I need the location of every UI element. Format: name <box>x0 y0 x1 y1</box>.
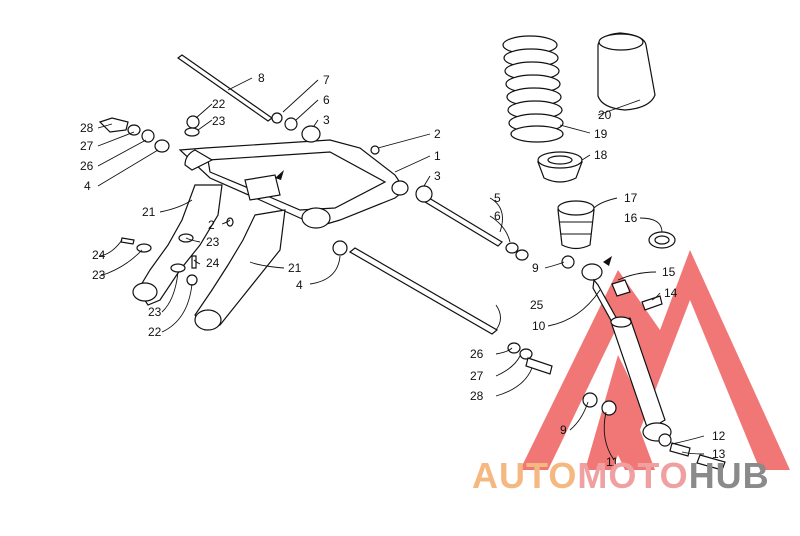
callout-9b: 9 <box>560 423 567 437</box>
svg-text:AUTOMOTOHUB: AUTOMOTOHUB <box>472 455 770 496</box>
callout-28b: 28 <box>470 389 484 403</box>
bushings-left <box>98 112 553 375</box>
callout-23d: 23 <box>148 305 162 319</box>
callout-11: 11 <box>606 455 619 469</box>
callout-22b: 22 <box>148 325 162 339</box>
callout-3b: 3 <box>434 169 441 183</box>
callout-7: 7 <box>323 73 330 87</box>
callout-18: 18 <box>594 148 608 162</box>
callout-27b: 27 <box>470 369 484 383</box>
callout-20: 20 <box>598 108 612 122</box>
callout-25: 25 <box>530 298 544 312</box>
callout-23b: 23 <box>206 235 220 249</box>
callout-1: 1 <box>434 149 441 163</box>
watermark-logo-triangle <box>520 250 790 470</box>
view-arrows <box>275 170 612 266</box>
callout-12: 12 <box>712 429 726 443</box>
shafts <box>176 54 503 335</box>
leader-lines <box>97 77 705 461</box>
trailing-arms <box>132 184 286 331</box>
callout-13: 13 <box>712 447 726 461</box>
watermark-logo-text: AUTOMOTOHUB <box>472 455 770 496</box>
callout-21b: 21 <box>288 261 302 275</box>
spring-seat <box>537 151 583 183</box>
callout-19: 19 <box>594 127 608 141</box>
callout-23c: 23 <box>92 268 106 282</box>
callout-10: 10 <box>532 319 546 333</box>
callout-22: 22 <box>212 97 226 111</box>
callout-24b: 24 <box>206 256 220 270</box>
watermark-auto: AUTO <box>472 455 577 496</box>
callout-6: 6 <box>323 93 330 107</box>
dust-boot <box>597 32 656 111</box>
callout-2: 2 <box>434 127 441 141</box>
callout-4: 4 <box>84 179 91 193</box>
callout-6b: 6 <box>494 209 501 223</box>
callout-labels: 8 7 6 3 22 23 28 27 26 4 2 1 3 5 6 21 2 … <box>80 71 726 469</box>
callout-3: 3 <box>323 113 330 127</box>
coil-spring <box>502 35 564 143</box>
callout-2b: 2 <box>208 218 215 232</box>
callout-14: 14 <box>664 286 678 300</box>
callout-16: 16 <box>624 211 638 225</box>
callout-8: 8 <box>258 71 265 85</box>
callout-4b: 4 <box>296 278 303 292</box>
callout-15: 15 <box>662 265 676 279</box>
callout-26b: 26 <box>470 347 484 361</box>
callout-9: 9 <box>532 261 539 275</box>
bump-stop <box>557 200 595 250</box>
callout-17: 17 <box>624 191 638 205</box>
callout-26: 26 <box>80 159 94 173</box>
retainer-clip <box>648 231 676 249</box>
callout-5: 5 <box>494 191 501 205</box>
watermark-moto: MOTO <box>577 455 688 496</box>
watermark-hub: HUB <box>689 455 770 496</box>
callout-27: 27 <box>80 139 94 153</box>
callout-21: 21 <box>142 205 156 219</box>
callout-23: 23 <box>212 114 226 128</box>
callout-24: 24 <box>92 248 106 262</box>
a-arm <box>178 139 409 229</box>
callout-28: 28 <box>80 121 94 135</box>
